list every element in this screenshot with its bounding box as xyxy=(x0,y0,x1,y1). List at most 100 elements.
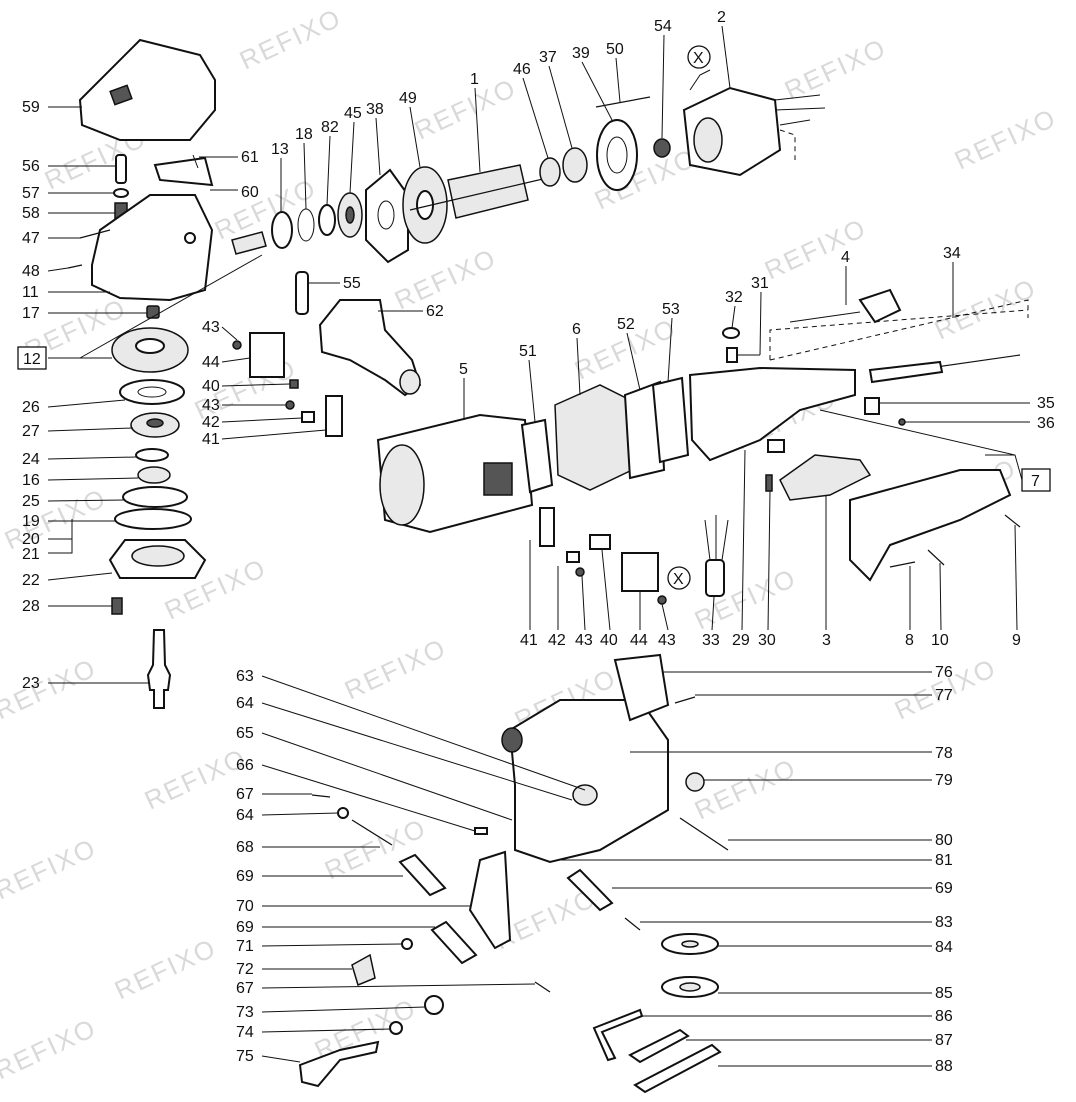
part-43-screw-lower xyxy=(575,567,585,577)
part-69-roller xyxy=(430,920,478,965)
part-67-screw-lower xyxy=(534,981,551,993)
part-19-seal xyxy=(114,508,192,530)
callout-53: 53 xyxy=(662,301,680,318)
leader-43c xyxy=(581,575,586,631)
callout-88: 88 xyxy=(935,1058,953,1075)
leader-53 xyxy=(667,317,673,383)
part-2-bore xyxy=(693,117,723,163)
leader-82 xyxy=(326,135,331,206)
part-2-leads xyxy=(774,94,826,126)
part-87-spanner xyxy=(628,1028,690,1064)
leader-67b xyxy=(261,983,536,989)
leader-66 xyxy=(261,764,476,832)
callout-63: 63 xyxy=(236,668,254,685)
callout-82: 82 xyxy=(321,119,339,136)
callout-11: 11 xyxy=(22,284,39,301)
part-5-opening xyxy=(379,444,425,526)
callout-71: 71 xyxy=(236,938,254,955)
callout-37: 37 xyxy=(539,49,557,66)
part-43-screw xyxy=(232,340,242,350)
part-34-dash-box xyxy=(769,299,1029,361)
leader-48 xyxy=(47,267,69,272)
watermark: REFIXO xyxy=(780,32,891,105)
part-37-bearing xyxy=(562,147,588,183)
part-12-bore xyxy=(135,338,165,354)
part-64-washer xyxy=(337,807,349,819)
leader-42a xyxy=(221,417,303,423)
callout-86: 86 xyxy=(935,1008,953,1025)
callout-70: 70 xyxy=(236,898,254,915)
callout-12: 12 xyxy=(23,351,41,368)
part-2-wire xyxy=(689,69,711,91)
leader-54 xyxy=(661,34,665,139)
leader-43a xyxy=(221,326,238,341)
part-60-slider xyxy=(153,156,214,187)
part-83-screw xyxy=(624,917,641,931)
part-29-clip xyxy=(767,439,785,453)
callout-19: 19 xyxy=(22,513,40,530)
callout-55: 55 xyxy=(343,275,361,292)
part-77-screw xyxy=(674,696,696,704)
leader-71 xyxy=(261,943,403,947)
callout-42: 42 xyxy=(202,414,220,431)
callout-39: 39 xyxy=(572,45,590,62)
part-73-nut xyxy=(424,995,444,1015)
leader-26 xyxy=(47,399,126,408)
part-2-dash xyxy=(779,129,796,160)
callout-44: 44 xyxy=(630,632,648,649)
leader-12b xyxy=(79,254,263,359)
watermark: REFIXO xyxy=(0,832,101,905)
callout-49: 49 xyxy=(399,90,417,107)
callout-43: 43 xyxy=(202,319,220,336)
part-72-knob xyxy=(351,953,376,987)
leader-75 xyxy=(261,1055,301,1063)
part-46-bearing xyxy=(539,157,561,187)
leader-64a xyxy=(261,702,573,801)
callout-35: 35 xyxy=(1037,395,1055,412)
part-62-end xyxy=(399,369,421,395)
part-1-shaft xyxy=(409,174,561,211)
leader-2 xyxy=(721,25,731,89)
part-30-spring xyxy=(765,474,773,492)
callout-12-box xyxy=(17,346,47,370)
leader-74 xyxy=(261,1028,391,1033)
watermark: REFIXO xyxy=(110,932,221,1005)
callout-43: 43 xyxy=(658,632,676,649)
part-25-ring xyxy=(122,486,188,508)
watermark: REFIXO xyxy=(0,482,111,555)
callout-labels: 59 56 57 58 47 48 11 17 12 26 27 24 16 2… xyxy=(17,9,1055,1075)
leader-33 xyxy=(711,596,715,631)
part-8-screw xyxy=(889,561,916,568)
part-78-guard xyxy=(508,699,669,864)
part-32-ring xyxy=(722,327,740,339)
callout-29: 29 xyxy=(732,632,750,649)
part-67-screw xyxy=(311,794,331,798)
callout-17: 17 xyxy=(22,305,40,322)
callout-81: 81 xyxy=(935,852,953,869)
callout-51: 51 xyxy=(519,343,537,360)
callout-8: 8 xyxy=(905,632,914,649)
part-79-knob xyxy=(685,772,705,792)
part-42-clip xyxy=(301,411,315,423)
leader-37 xyxy=(548,65,573,149)
leader-30 xyxy=(767,490,771,631)
callout-25: 25 xyxy=(22,493,40,510)
callout-65: 65 xyxy=(236,725,254,742)
leader-7 xyxy=(819,409,1023,481)
callout-21: 21 xyxy=(22,546,40,563)
leader-10 xyxy=(939,562,942,631)
callout-36: 36 xyxy=(1037,415,1055,432)
callout-56: 56 xyxy=(22,158,40,175)
callout-69: 69 xyxy=(236,868,254,885)
connector-marker: X xyxy=(693,50,704,67)
callout-28: 28 xyxy=(22,598,40,615)
callout-23: 23 xyxy=(22,675,40,692)
part-63-nut xyxy=(572,784,598,806)
part-66-pin xyxy=(474,827,488,835)
callout-1: 1 xyxy=(470,71,479,88)
callout-13: 13 xyxy=(271,141,289,158)
part-26-bore xyxy=(137,386,167,398)
callout-77: 77 xyxy=(935,687,953,704)
callout-79: 79 xyxy=(935,772,953,789)
callout-64: 64 xyxy=(236,695,254,712)
